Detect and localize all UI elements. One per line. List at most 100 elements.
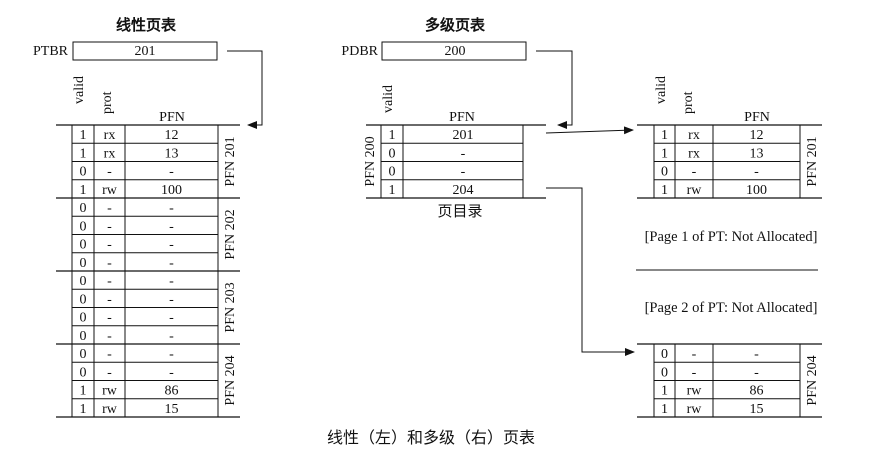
- linear-cell-prot: -: [107, 256, 112, 271]
- page-directory-caption: 页目录: [437, 203, 482, 220]
- page201-cell-prot: rx: [688, 128, 700, 143]
- page201-header-prot: prot: [681, 91, 696, 114]
- linear-cell-valid: 0: [80, 274, 87, 289]
- directory-cell-valid: 0: [389, 146, 396, 161]
- linear-cell-pfn: 13: [165, 146, 179, 161]
- directory-cell-pfn: 201: [453, 128, 474, 143]
- linear-cell-valid: 0: [80, 256, 87, 271]
- page204-cell-valid: 1: [661, 384, 668, 399]
- linear-cell-pfn: -: [169, 347, 174, 362]
- linear-cell-pfn: -: [169, 329, 174, 344]
- linear-cell-pfn: -: [169, 238, 174, 253]
- figure-caption: 线性（左）和多级（右）页表: [327, 429, 535, 447]
- linear-cell-prot: -: [107, 311, 112, 326]
- linear-header-valid: valid: [72, 76, 87, 104]
- page201-cell-prot: -: [692, 165, 697, 180]
- linear-cell-prot: -: [107, 201, 112, 216]
- directory-side-label: PFN 200: [363, 136, 378, 186]
- linear-cell-pfn: -: [169, 201, 174, 216]
- page204-cell-pfn: -: [754, 347, 759, 362]
- page201-cell-pfn: 12: [750, 128, 764, 143]
- directory-to-pfn201-arrow: [545, 126, 634, 135]
- linear-cell-valid: 0: [80, 219, 87, 234]
- page204-cell-valid: 1: [661, 402, 668, 417]
- linear-cell-pfn: 12: [165, 128, 179, 143]
- linear-cell-pfn: -: [169, 219, 174, 234]
- page204-cell-pfn: -: [754, 365, 759, 380]
- linear-cell-prot: -: [107, 347, 112, 362]
- linear-cell-prot: rx: [104, 146, 116, 161]
- linear-group-label: PFN 201: [223, 136, 238, 186]
- linear-cell-prot: -: [107, 329, 112, 344]
- linear-cell-valid: 0: [80, 292, 87, 307]
- linear-cell-pfn: -: [169, 274, 174, 289]
- pdbr-register-box: [381, 41, 527, 61]
- linear-cell-prot: -: [107, 292, 112, 307]
- page201-cell-valid: 0: [661, 165, 668, 180]
- multilevel-title: 多级页表: [425, 16, 486, 34]
- pdbr-value: 200: [445, 44, 466, 59]
- linear-group-label: PFN 204: [223, 355, 238, 405]
- directory-cell-valid: 1: [389, 128, 396, 143]
- page201-side-label: PFN 201: [805, 136, 820, 186]
- linear-cell-valid: 0: [80, 347, 87, 362]
- linear-cell-valid: 0: [80, 311, 87, 326]
- linear-cell-prot: -: [107, 365, 112, 380]
- directory-header-pfn: PFN: [449, 110, 475, 125]
- page201-cell-valid: 1: [661, 183, 668, 198]
- not-allocated-page-1: [Page 1 of PT: Not Allocated]: [645, 229, 818, 245]
- page201-cell-pfn: -: [754, 165, 759, 180]
- page204-cell-prot: rw: [687, 402, 703, 417]
- linear-cell-valid: 1: [80, 384, 87, 399]
- page204-cell-prot: -: [692, 347, 697, 362]
- linear-cell-prot: rw: [102, 384, 118, 399]
- page201-header-valid: valid: [654, 76, 669, 104]
- linear-cell-valid: 1: [80, 128, 87, 143]
- linear-cell-valid: 0: [80, 165, 87, 180]
- page204-cell-pfn: 15: [750, 402, 764, 417]
- page204-cell-prot: -: [692, 365, 697, 380]
- directory-header-valid: valid: [381, 85, 396, 113]
- page204-side-label: PFN 204: [805, 355, 820, 405]
- linear-cell-valid: 1: [80, 402, 87, 417]
- linear-header-prot: prot: [100, 91, 115, 114]
- pdbr-label: PDBR: [341, 44, 378, 59]
- linear-cell-pfn: -: [169, 256, 174, 271]
- linear-cell-pfn: -: [169, 292, 174, 307]
- linear-cell-valid: 0: [80, 201, 87, 216]
- linear-header-pfn: PFN: [159, 110, 185, 125]
- directory-to-pfn204-arrow: [546, 187, 635, 356]
- linear-cell-pfn: -: [169, 365, 174, 380]
- linear-cell-valid: 1: [80, 146, 87, 161]
- not-allocated-page-2: [Page 2 of PT: Not Allocated]: [645, 300, 818, 316]
- page201-cell-valid: 1: [661, 128, 668, 143]
- linear-cell-valid: 0: [80, 329, 87, 344]
- directory-cell-pfn: -: [461, 165, 466, 180]
- linear-group-label: PFN 202: [223, 209, 238, 259]
- ptbr-label: PTBR: [33, 44, 69, 59]
- linear-cell-prot: -: [107, 274, 112, 289]
- linear-cell-valid: 0: [80, 238, 87, 253]
- ptbr-arrow: [227, 50, 263, 129]
- directory-cell-valid: 1: [389, 183, 396, 198]
- linear-cell-pfn: -: [169, 165, 174, 180]
- directory-cell-valid: 0: [389, 165, 396, 180]
- linear-cell-valid: 0: [80, 365, 87, 380]
- ptbr-register-box: [72, 41, 218, 61]
- ptbr-value: 201: [135, 44, 156, 59]
- linear-group-label: PFN 203: [223, 282, 238, 332]
- linear-cell-prot: rw: [102, 183, 118, 198]
- linear-cell-pfn: 15: [165, 402, 179, 417]
- linear-cell-prot: -: [107, 165, 112, 180]
- directory-cell-pfn: 204: [453, 183, 474, 198]
- page201-cell-prot: rw: [687, 183, 703, 198]
- page201-cell-prot: rx: [688, 146, 700, 161]
- page201-cell-valid: 1: [661, 146, 668, 161]
